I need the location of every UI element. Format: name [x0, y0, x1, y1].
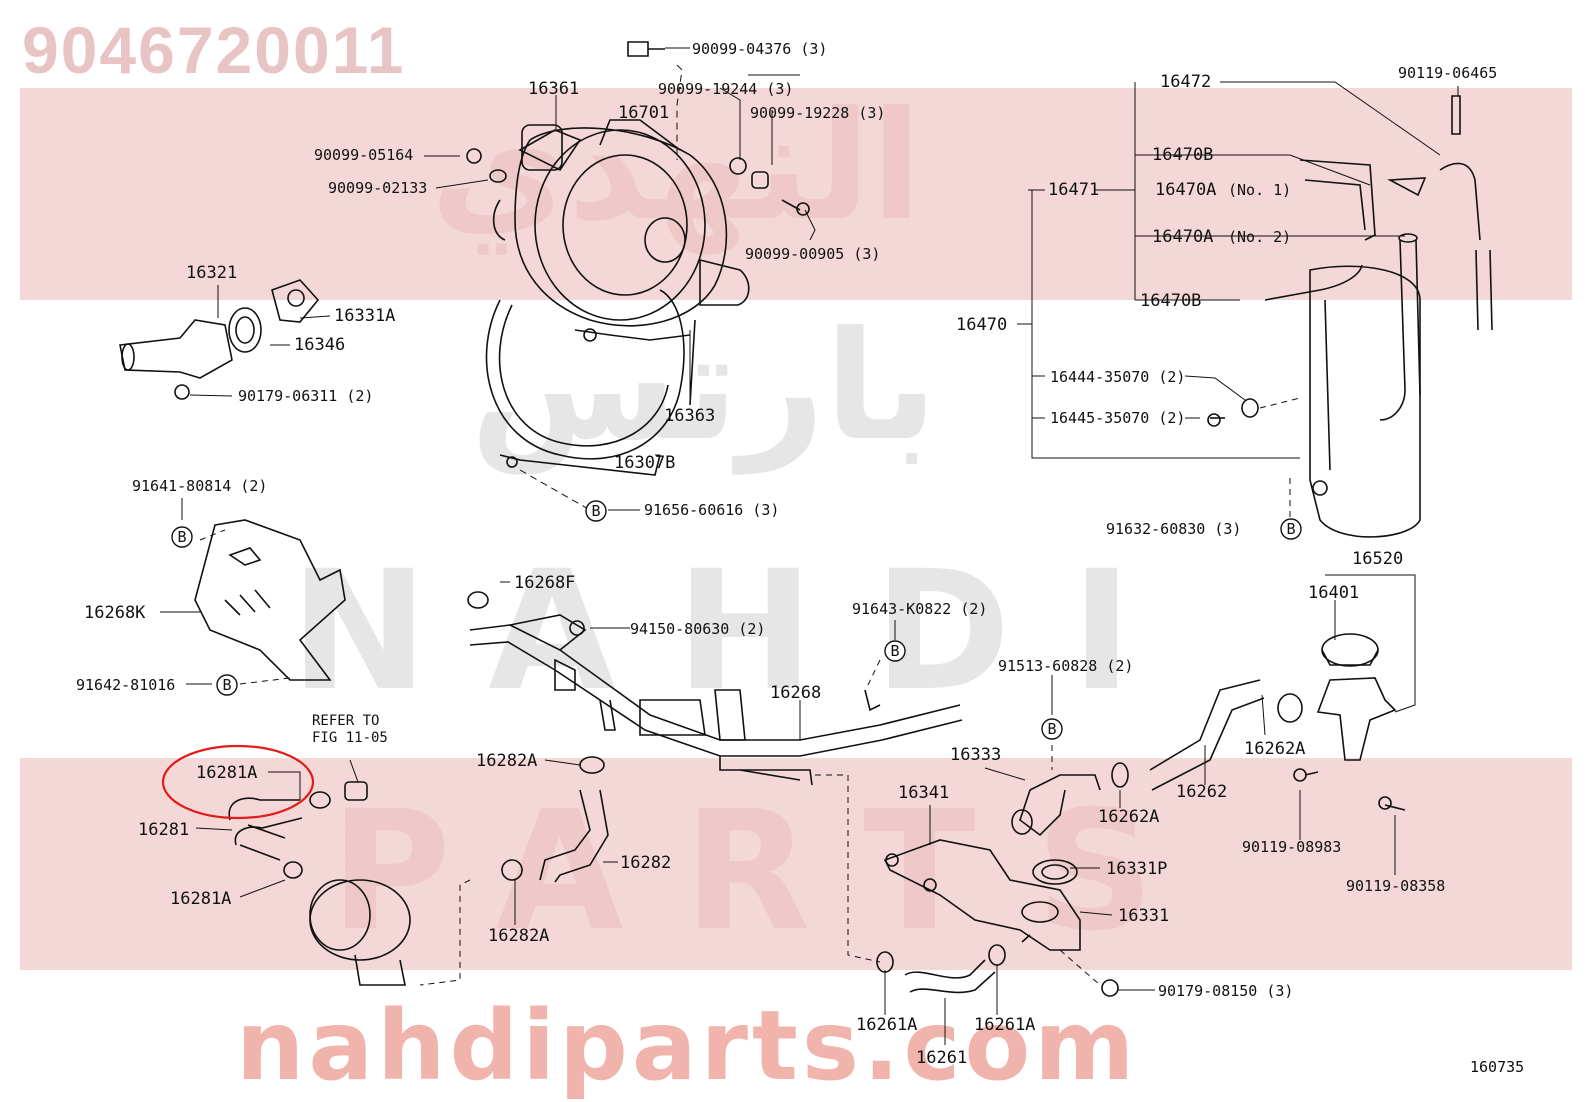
label-16331[interactable]: 16331	[1118, 906, 1169, 926]
label-90119-06465[interactable]: 90119-06465	[1398, 64, 1497, 82]
label-16331P[interactable]: 16331P	[1106, 859, 1167, 879]
b-callout-letter: B	[890, 642, 899, 660]
label-16470B-1[interactable]: 16470B	[1152, 145, 1213, 165]
housing-16341-drawing	[883, 839, 1119, 997]
b-callout-circle	[171, 526, 193, 548]
label-16262A-1[interactable]: 16262A	[1098, 807, 1159, 827]
label-90179-06311[interactable]: 90179-06311 (2)	[238, 387, 373, 405]
part-labels: 90099-04376 (3) 90099-19244 (3) 16361 16…	[76, 40, 1497, 1068]
label-16341[interactable]: 16341	[898, 783, 949, 803]
label-16470A-1-note: (No. 1)	[1228, 181, 1291, 199]
hose-16262-drawing	[1011, 679, 1303, 837]
label-16282A-2[interactable]: 16282A	[488, 926, 549, 946]
refer-note-line-1: REFER TO	[312, 713, 380, 729]
label-16307B[interactable]: 16307B	[614, 453, 675, 473]
watermark-arabic-brand-1: النهدي	[430, 80, 923, 254]
label-16701[interactable]: 16701	[618, 103, 669, 123]
label-90099-00905[interactable]: 90099-00905 (3)	[745, 245, 880, 263]
label-90099-05164[interactable]: 90099-05164	[314, 146, 413, 164]
label-16363[interactable]: 16363	[664, 406, 715, 426]
b-callout-letter: B	[222, 676, 231, 694]
label-16331A[interactable]: 16331A	[334, 306, 395, 326]
label-16346[interactable]: 16346	[294, 335, 345, 355]
watermark-latin-brand-2: PARTS	[330, 775, 1215, 967]
label-91643-K0822[interactable]: 91643-K0822 (2)	[852, 600, 987, 618]
b-callout-circle	[884, 640, 906, 662]
b-callout-circle	[1041, 718, 1063, 740]
label-16282A-1[interactable]: 16282A	[476, 751, 537, 771]
label-16268F[interactable]: 16268F	[514, 573, 575, 593]
label-16281[interactable]: 16281	[138, 820, 189, 840]
label-16261A-2[interactable]: 16261A	[974, 1015, 1035, 1035]
site-watermark: nahdiparts.com	[236, 990, 1139, 1102]
b-callout-circle	[585, 500, 607, 522]
label-16261[interactable]: 16261	[916, 1048, 967, 1068]
b-callout-letter: B	[591, 502, 600, 520]
label-91632-60830[interactable]: 91632-60830 (3)	[1106, 520, 1241, 538]
b-callout-letter: B	[1286, 520, 1295, 538]
reservoir-tank-drawing	[1207, 95, 1493, 538]
label-91656-60616[interactable]: 91656-60616 (3)	[644, 501, 779, 519]
refer-note-line-2: FIG 11-05	[312, 730, 388, 746]
label-16333[interactable]: 16333	[950, 745, 1001, 765]
label-90119-08983[interactable]: 90119-08983	[1242, 838, 1341, 856]
label-90119-08358[interactable]: 90119-08358	[1346, 877, 1445, 895]
label-16470[interactable]: 16470	[956, 315, 1007, 335]
label-90099-19228[interactable]: 90099-19228 (3)	[750, 104, 885, 122]
watermark-band-top	[20, 88, 1572, 300]
label-16444-35070[interactable]: 16444-35070 (2)	[1050, 368, 1185, 386]
water-pipe-drawing	[467, 591, 963, 786]
b-callout-circle	[216, 674, 238, 696]
label-16321[interactable]: 16321	[186, 263, 237, 283]
hose-16282-drawing	[501, 756, 609, 883]
label-16282[interactable]: 16282	[620, 853, 671, 873]
label-90099-19244[interactable]: 90099-19244 (3)	[658, 80, 793, 98]
label-16401[interactable]: 16401	[1308, 583, 1359, 603]
label-91642-81016[interactable]: 91642-81016	[76, 676, 175, 694]
label-16281A-1[interactable]: 16281A	[196, 763, 257, 783]
b-callout-circle	[1280, 518, 1302, 540]
label-16262A-2[interactable]: 16262A	[1244, 739, 1305, 759]
label-16262[interactable]: 16262	[1176, 782, 1227, 802]
radiator-cap-drawing	[1293, 633, 1406, 811]
label-90179-08150[interactable]: 90179-08150 (3)	[1158, 982, 1293, 1000]
label-16470B-2[interactable]: 16470B	[1140, 291, 1201, 311]
label-16472[interactable]: 16472	[1160, 72, 1211, 92]
thermostat-housing-drawing	[119, 279, 320, 400]
label-91513-60828[interactable]: 91513-60828 (2)	[998, 657, 1133, 675]
leader-lines	[160, 47, 1459, 1045]
label-16268[interactable]: 16268	[770, 683, 821, 703]
label-16520[interactable]: 16520	[1352, 549, 1403, 569]
watermark-arabic-brand-2: بارتس	[470, 300, 938, 474]
fan-shroud-drawing	[485, 119, 750, 476]
b-callout-letter: B	[177, 528, 186, 546]
b-callout-letter: B	[1047, 720, 1056, 738]
label-16268K[interactable]: 16268K	[84, 603, 146, 623]
label-91641-80814[interactable]: 91641-80814 (2)	[132, 477, 267, 495]
b-callout-letters: B B B B B B	[177, 502, 1295, 738]
label-94150-80630[interactable]: 94150-80630 (2)	[630, 620, 765, 638]
watermark-latin-brand-1: NAHDI	[290, 535, 1193, 727]
highlight-ellipse	[161, 744, 315, 820]
label-16445-35070[interactable]: 16445-35070 (2)	[1050, 409, 1185, 427]
hose-16261-drawing	[876, 944, 1006, 994]
b-callouts	[171, 500, 1302, 740]
figure-id: 160735	[1470, 1058, 1525, 1076]
label-16361[interactable]: 16361	[528, 79, 579, 99]
hose-16281-drawing	[228, 781, 411, 986]
fan-fasteners	[466, 41, 810, 216]
watermark-band-bottom	[20, 758, 1572, 970]
part-number-watermark: 9046720011	[22, 13, 406, 87]
label-16470A-1[interactable]: 16470A	[1155, 180, 1216, 200]
label-16471[interactable]: 16471	[1048, 180, 1099, 200]
label-16470A-2[interactable]: 16470A	[1152, 227, 1213, 247]
label-16261A-1[interactable]: 16261A	[856, 1015, 917, 1035]
label-16281A-2[interactable]: 16281A	[170, 889, 231, 909]
heat-shield-drawing	[194, 519, 346, 681]
label-90099-04376[interactable]: 90099-04376 (3)	[692, 40, 827, 58]
label-90099-02133[interactable]: 90099-02133	[328, 179, 427, 197]
label-16470A-2-note: (No. 2)	[1228, 228, 1291, 246]
